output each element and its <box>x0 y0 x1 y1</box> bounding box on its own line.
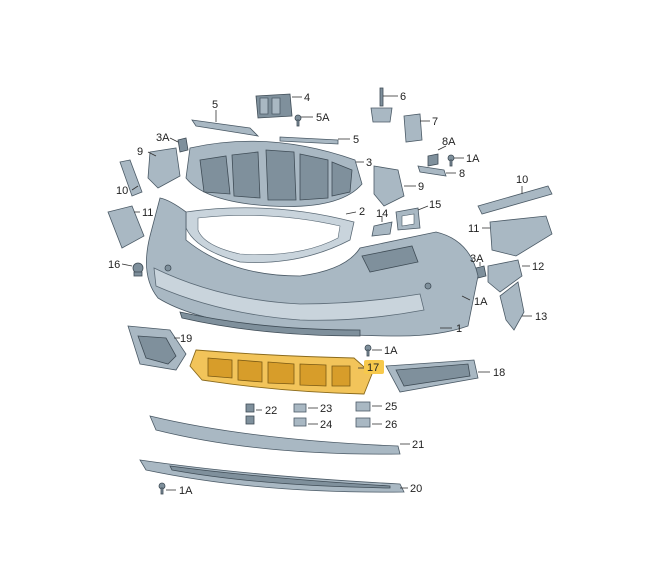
callout-1A-center[interactable]: 1A <box>384 345 398 357</box>
part-15[interactable] <box>395 207 421 231</box>
part-9-left[interactable] <box>147 147 181 189</box>
callout-5-right[interactable]: 5 <box>353 134 359 146</box>
callout-3[interactable]: 3 <box>366 157 372 169</box>
part-12[interactable] <box>487 259 523 293</box>
callout-2[interactable]: 2 <box>359 206 365 218</box>
part-5-right-strip[interactable] <box>279 136 339 145</box>
callout-1A-top[interactable]: 1A <box>466 153 480 165</box>
part-11-right[interactable] <box>489 215 553 257</box>
part-25-clip[interactable] <box>355 401 371 412</box>
part-24-clip[interactable] <box>293 417 307 427</box>
callout-26[interactable]: 26 <box>385 419 397 431</box>
callout-10-right[interactable]: 10 <box>516 174 528 186</box>
part-9-right[interactable] <box>373 165 405 207</box>
callout-11-right[interactable]: 11 <box>468 223 479 235</box>
part-17-lower-grille-highlighted[interactable] <box>189 349 373 395</box>
callout-11-left[interactable]: 11 <box>142 207 153 219</box>
part-6[interactable] <box>370 87 393 123</box>
callout-12[interactable]: 12 <box>532 261 544 273</box>
leader-lines <box>121 95 532 491</box>
part-5-left-strip[interactable] <box>191 119 260 137</box>
part-3-grille[interactable] <box>185 140 363 207</box>
callout-24[interactable]: 24 <box>320 419 332 431</box>
callout-20[interactable]: 20 <box>410 483 422 495</box>
callout-19[interactable]: 19 <box>180 333 192 345</box>
part-1A-screw-center[interactable] <box>364 344 372 357</box>
part-23-clip[interactable] <box>293 403 307 413</box>
part-1-bumper-cover[interactable] <box>146 197 479 337</box>
callout-15[interactable]: 15 <box>429 199 441 211</box>
part-5A-screw[interactable] <box>294 114 302 127</box>
part-11-left[interactable] <box>107 205 145 249</box>
part-7[interactable] <box>403 113 423 143</box>
part-26-clip[interactable] <box>355 417 371 428</box>
callout-7[interactable]: 7 <box>432 116 438 128</box>
part-20-lower-trim[interactable] <box>139 459 405 493</box>
callout-21[interactable]: 21 <box>412 439 424 451</box>
callout-25[interactable]: 25 <box>385 401 397 413</box>
callout-4[interactable]: 4 <box>304 92 310 104</box>
callout-5-left[interactable]: 5 <box>212 99 218 111</box>
callout-1A-right[interactable]: 1A <box>474 296 488 308</box>
part-16-sensor[interactable] <box>132 262 144 277</box>
callout-8A[interactable]: 8A <box>442 136 456 148</box>
callout-13[interactable]: 13 <box>535 311 547 323</box>
part-3A-clip[interactable] <box>177 137 189 153</box>
callout-labels: 4 5 5A 5 6 7 3A 9 3 8A 1A 8 10 9 10 11 2… <box>108 91 547 497</box>
callout-3A-right[interactable]: 3A <box>470 253 484 265</box>
part-4[interactable] <box>255 93 293 119</box>
part-19-left-insert[interactable] <box>127 325 187 371</box>
callout-1A-bottom[interactable]: 1A <box>179 485 193 497</box>
part-1A-screw-top[interactable] <box>447 154 455 167</box>
part-8A-clip[interactable] <box>427 153 439 167</box>
callout-1[interactable]: 1 <box>456 323 462 335</box>
callout-16[interactable]: 16 <box>108 259 120 271</box>
callout-14[interactable]: 14 <box>376 208 388 220</box>
part-22-clips[interactable] <box>245 403 255 425</box>
callout-3A[interactable]: 3A <box>156 132 170 144</box>
part-1A-screw-bottom[interactable] <box>158 482 166 495</box>
part-14[interactable] <box>371 221 393 237</box>
part-13[interactable] <box>499 281 525 331</box>
part-2-inner-frame[interactable] <box>185 207 355 263</box>
callout-23[interactable]: 23 <box>320 403 332 415</box>
callout-18[interactable]: 18 <box>493 367 505 379</box>
callout-9-left[interactable]: 9 <box>137 146 143 158</box>
callout-5A[interactable]: 5A <box>316 112 330 124</box>
part-8[interactable] <box>417 165 447 177</box>
callout-10-left[interactable]: 10 <box>116 185 128 197</box>
part-18-right-insert[interactable] <box>385 359 479 393</box>
callout-9-right[interactable]: 9 <box>418 181 424 193</box>
callout-17-box <box>364 360 384 374</box>
callout-6[interactable]: 6 <box>400 91 406 103</box>
part-10-right[interactable] <box>477 185 553 215</box>
part-21-spoiler[interactable] <box>149 415 401 455</box>
callout-17[interactable]: 17 <box>367 362 379 374</box>
callout-22[interactable]: 22 <box>265 405 277 417</box>
callout-8[interactable]: 8 <box>459 168 465 180</box>
